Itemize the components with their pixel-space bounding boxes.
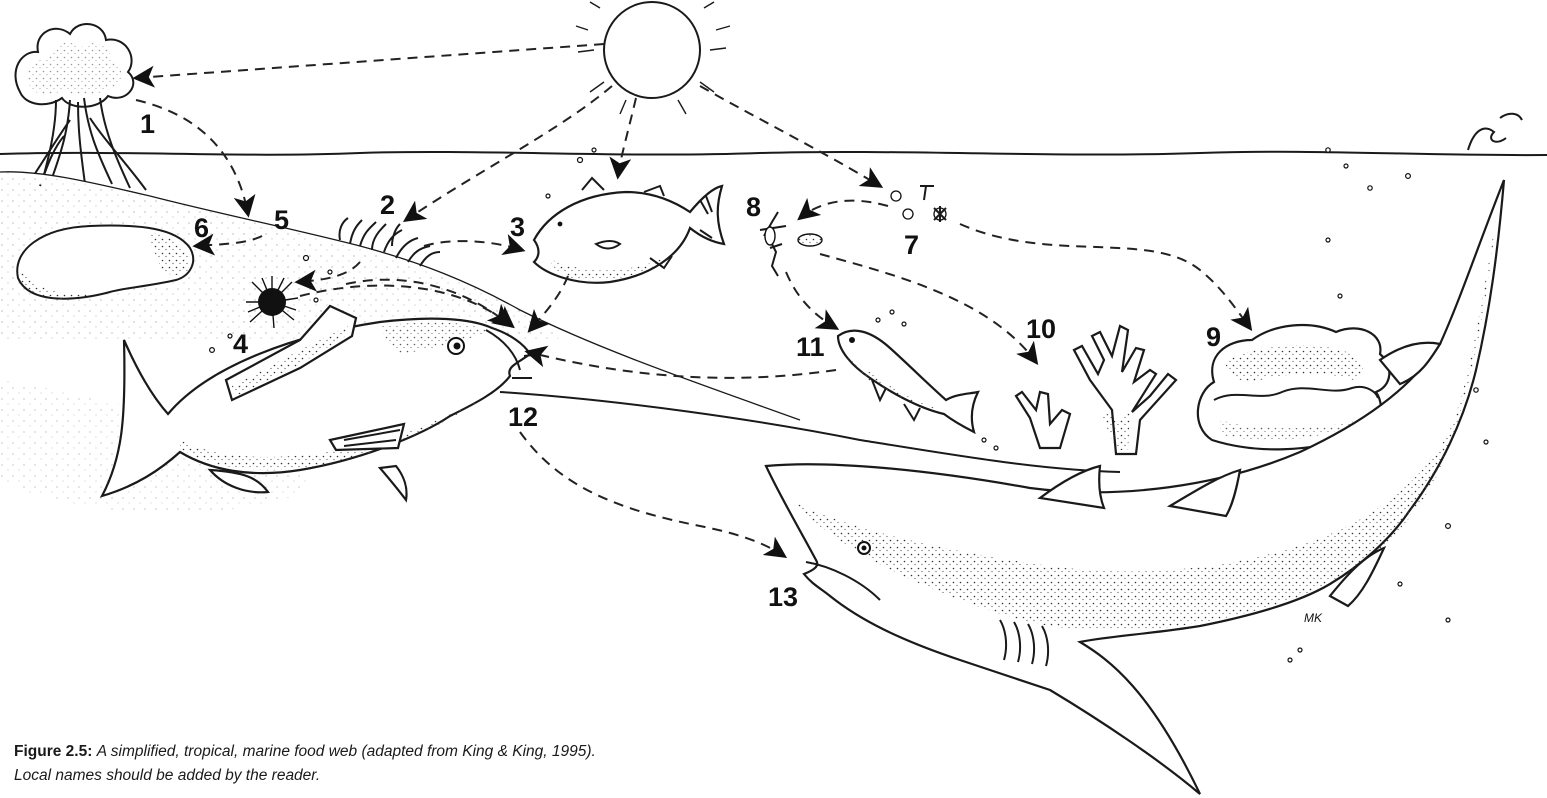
label-13: 13: [768, 582, 798, 612]
arrow-zooplankton-to-small-fish: [786, 272, 836, 328]
label-9: 9: [1206, 322, 1221, 352]
arrow-seagrass-to-grazer: [424, 241, 522, 250]
label-10: 10: [1026, 314, 1056, 344]
shark: [766, 180, 1504, 794]
label-8: 8: [746, 192, 761, 222]
artist-signature: MK: [1304, 611, 1323, 625]
figure-caption: Figure 2.5: A simplified, tropical, mari…: [14, 740, 834, 788]
figure-number: Figure 2.5:: [14, 743, 92, 760]
arrow-sun-to-mangrove: [136, 44, 604, 78]
grazing-fish: [534, 178, 724, 283]
caption-line-1: Figure 2.5: A simplified, tropical, mari…: [14, 740, 834, 764]
zooplankton: [760, 212, 822, 276]
label-3: 3: [510, 212, 525, 242]
caption-text-1: A simplified, tropical, marine food web …: [97, 743, 596, 760]
small-fish: [838, 331, 978, 432]
phytoplankton: [891, 186, 946, 222]
mangrove-tree: [15, 24, 146, 192]
sea-surface: [0, 114, 1547, 155]
label-2: 2: [380, 190, 395, 220]
label-12: 12: [508, 402, 538, 432]
label-5: 5: [274, 205, 289, 235]
arrow-small-fish-to-grouper: [528, 352, 836, 378]
label-4: 4: [233, 329, 248, 359]
label-6: 6: [194, 213, 209, 243]
label-7: 7: [904, 230, 919, 260]
coral: [1016, 326, 1176, 454]
arrow-sun-to-phytoplankton: [700, 86, 880, 186]
caption-text-2: Local names should be added by the reade…: [14, 764, 834, 788]
arrow-grouper-to-shark: [520, 432, 784, 556]
arrow-phytoplankton-to-clam: [960, 224, 1250, 328]
arrow-sun-to-grazer: [618, 98, 636, 176]
label-11: 11: [796, 332, 825, 362]
label-1: 1: [140, 109, 155, 139]
arrow-phytoplankton-to-zooplankton: [800, 201, 888, 218]
